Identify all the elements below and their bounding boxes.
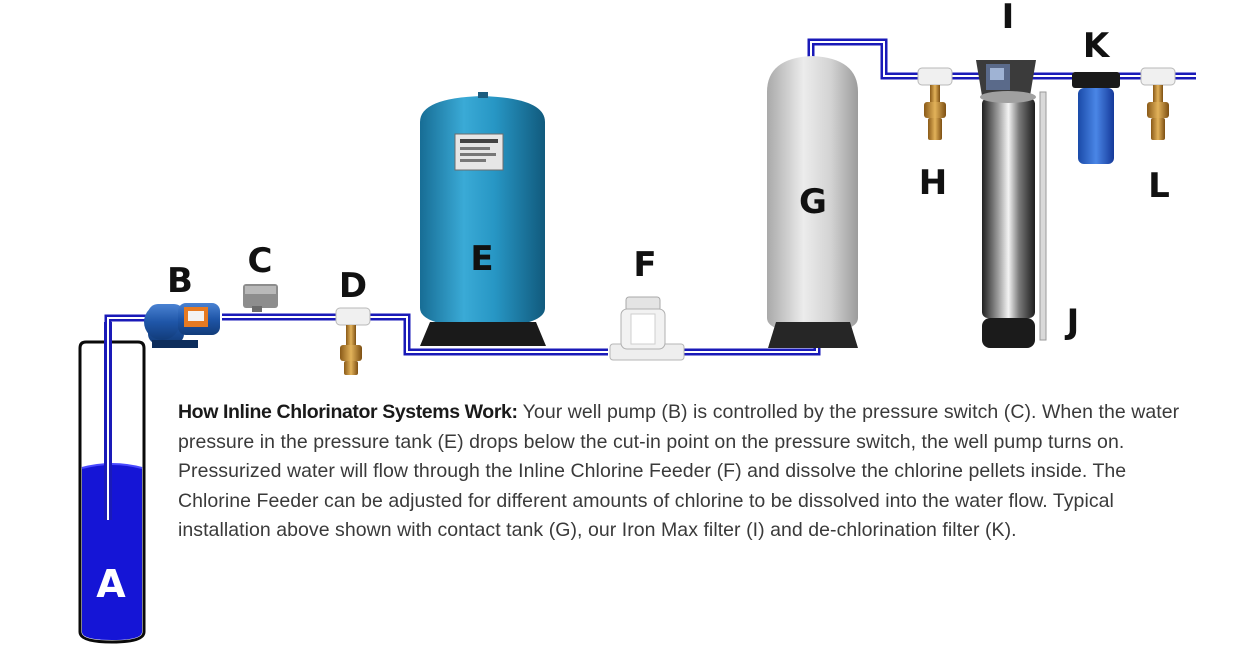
label-f: F — [633, 245, 656, 285]
label-e: E — [470, 239, 493, 279]
valve-l: L — [1140, 67, 1176, 206]
label-l: L — [1148, 166, 1170, 206]
label-j: J — [1065, 302, 1080, 342]
contact-tank-g: G — [767, 56, 858, 348]
label-g: G — [799, 182, 827, 222]
caption-body: Your well pump (B) is controlled by the … — [178, 401, 1180, 541]
label-h: H — [919, 163, 947, 203]
valve-d: D — [335, 266, 371, 375]
well-a: A — [78, 322, 146, 644]
caption-heading: How Inline Chlorinator Systems Work: — [178, 401, 518, 423]
valve-h: H — [917, 67, 953, 203]
dechlorination-filter-k: K — [1072, 26, 1120, 164]
label-c: C — [248, 241, 273, 281]
label-b: B — [167, 261, 193, 301]
caption: How Inline Chlorinator Systems Work: You… — [178, 398, 1188, 546]
pressure-tank-e: E — [420, 92, 546, 346]
label-a: A — [96, 562, 126, 606]
drain-line-j: J — [1065, 302, 1080, 342]
chlorine-feeder-f: F — [609, 245, 685, 361]
label-d: D — [339, 266, 367, 306]
iron-max-filter-i: I — [976, 0, 1047, 348]
label-i: I — [1002, 0, 1015, 37]
well-pump-b: B — [144, 261, 220, 348]
pressure-switch-c: C — [243, 241, 278, 312]
label-k: K — [1083, 26, 1111, 66]
tank-label-plate — [460, 139, 498, 162]
